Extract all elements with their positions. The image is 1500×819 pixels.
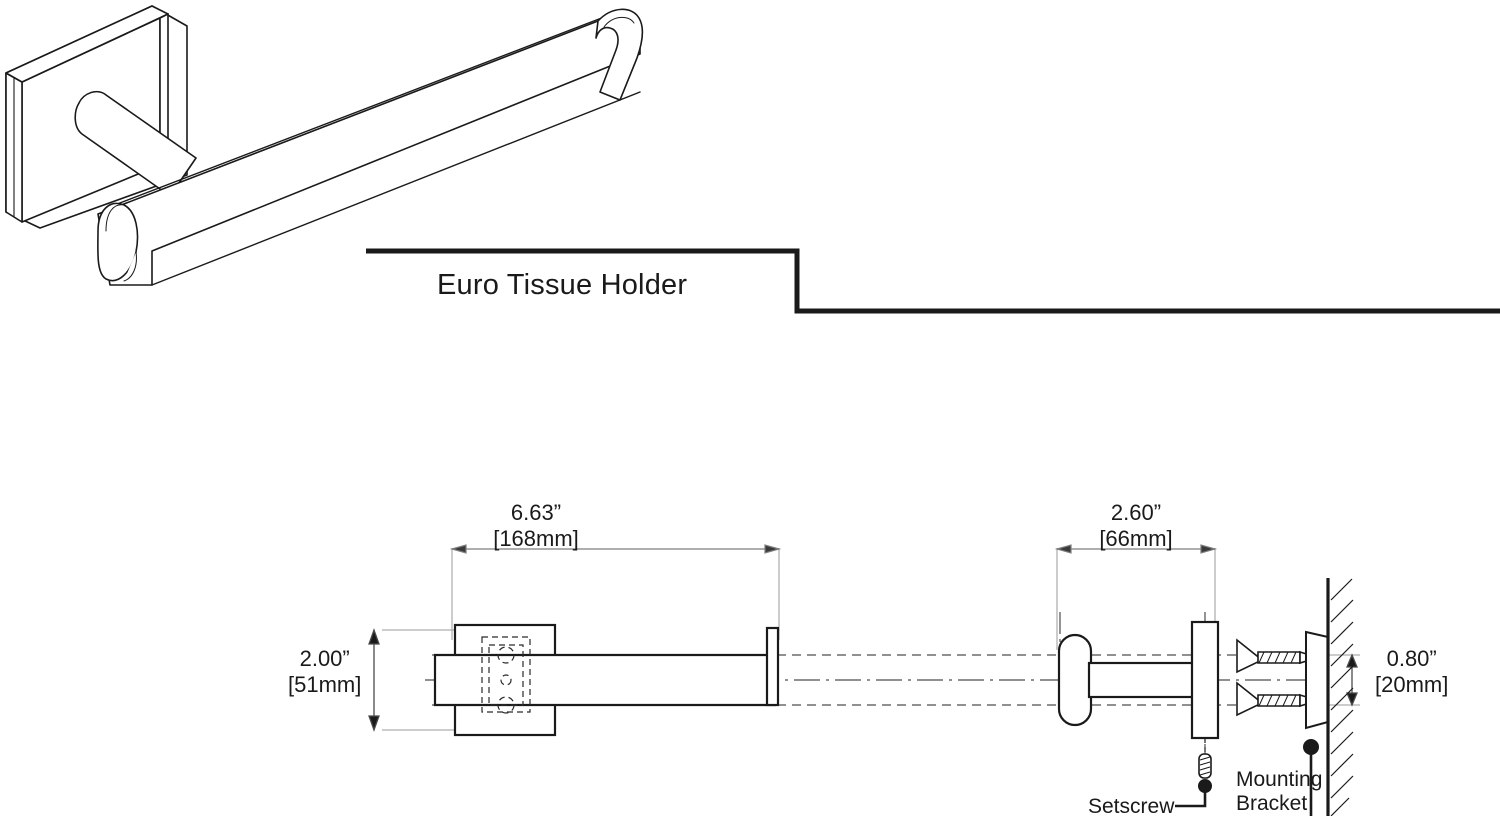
callout-mounting-bracket: Mounting Bracket: [1236, 768, 1322, 816]
isometric-drawing: [5, 5, 644, 286]
title-rule-path: [366, 248, 1500, 314]
plan-view-body: [433, 623, 780, 737]
setscrew-detail: [1175, 738, 1212, 808]
dimension-projection: 2.60” [66mm]: [1099, 500, 1172, 552]
page-title: Euro Tissue Holder: [437, 269, 688, 301]
wood-screw-lower: [1236, 681, 1321, 717]
dimension-plate-height-metric: [51mm]: [288, 671, 362, 697]
mounting-bracket-leader: [1303, 739, 1319, 816]
dimension-bracket-depth: 0.80” [20mm]: [1375, 646, 1448, 698]
dimension-projection-imperial: 2.60”: [1110, 500, 1162, 525]
dimension-lines: [449, 544, 1218, 554]
vertical-dimension-lines: [368, 628, 1358, 732]
exploded-hardware: [1057, 620, 1220, 740]
dimension-overall-length-metric: [168mm]: [493, 525, 579, 551]
dimension-overall-length: 6.63” [168mm]: [493, 500, 579, 552]
dimension-bracket-depth-imperial: 0.80”: [1386, 646, 1437, 671]
dimension-plate-height: 2.00” [51mm]: [288, 646, 361, 698]
callout-setscrew: Setscrew: [1088, 795, 1175, 818]
dimension-projection-metric: [66mm]: [1099, 525, 1173, 551]
hidden-bracket-detail: [481, 636, 531, 714]
dimension-overall-length-imperial: 6.63”: [510, 500, 562, 525]
hidden-profile-lines: [432, 654, 1300, 706]
wall-section: [1305, 578, 1354, 816]
callout-mounting-bracket-line1: Mounting: [1236, 768, 1323, 791]
dimension-bracket-depth-metric: [20mm]: [1375, 671, 1449, 697]
callout-mounting-bracket-line2: Bracket: [1236, 792, 1308, 816]
dimension-plate-height-imperial: 2.00”: [299, 646, 350, 671]
